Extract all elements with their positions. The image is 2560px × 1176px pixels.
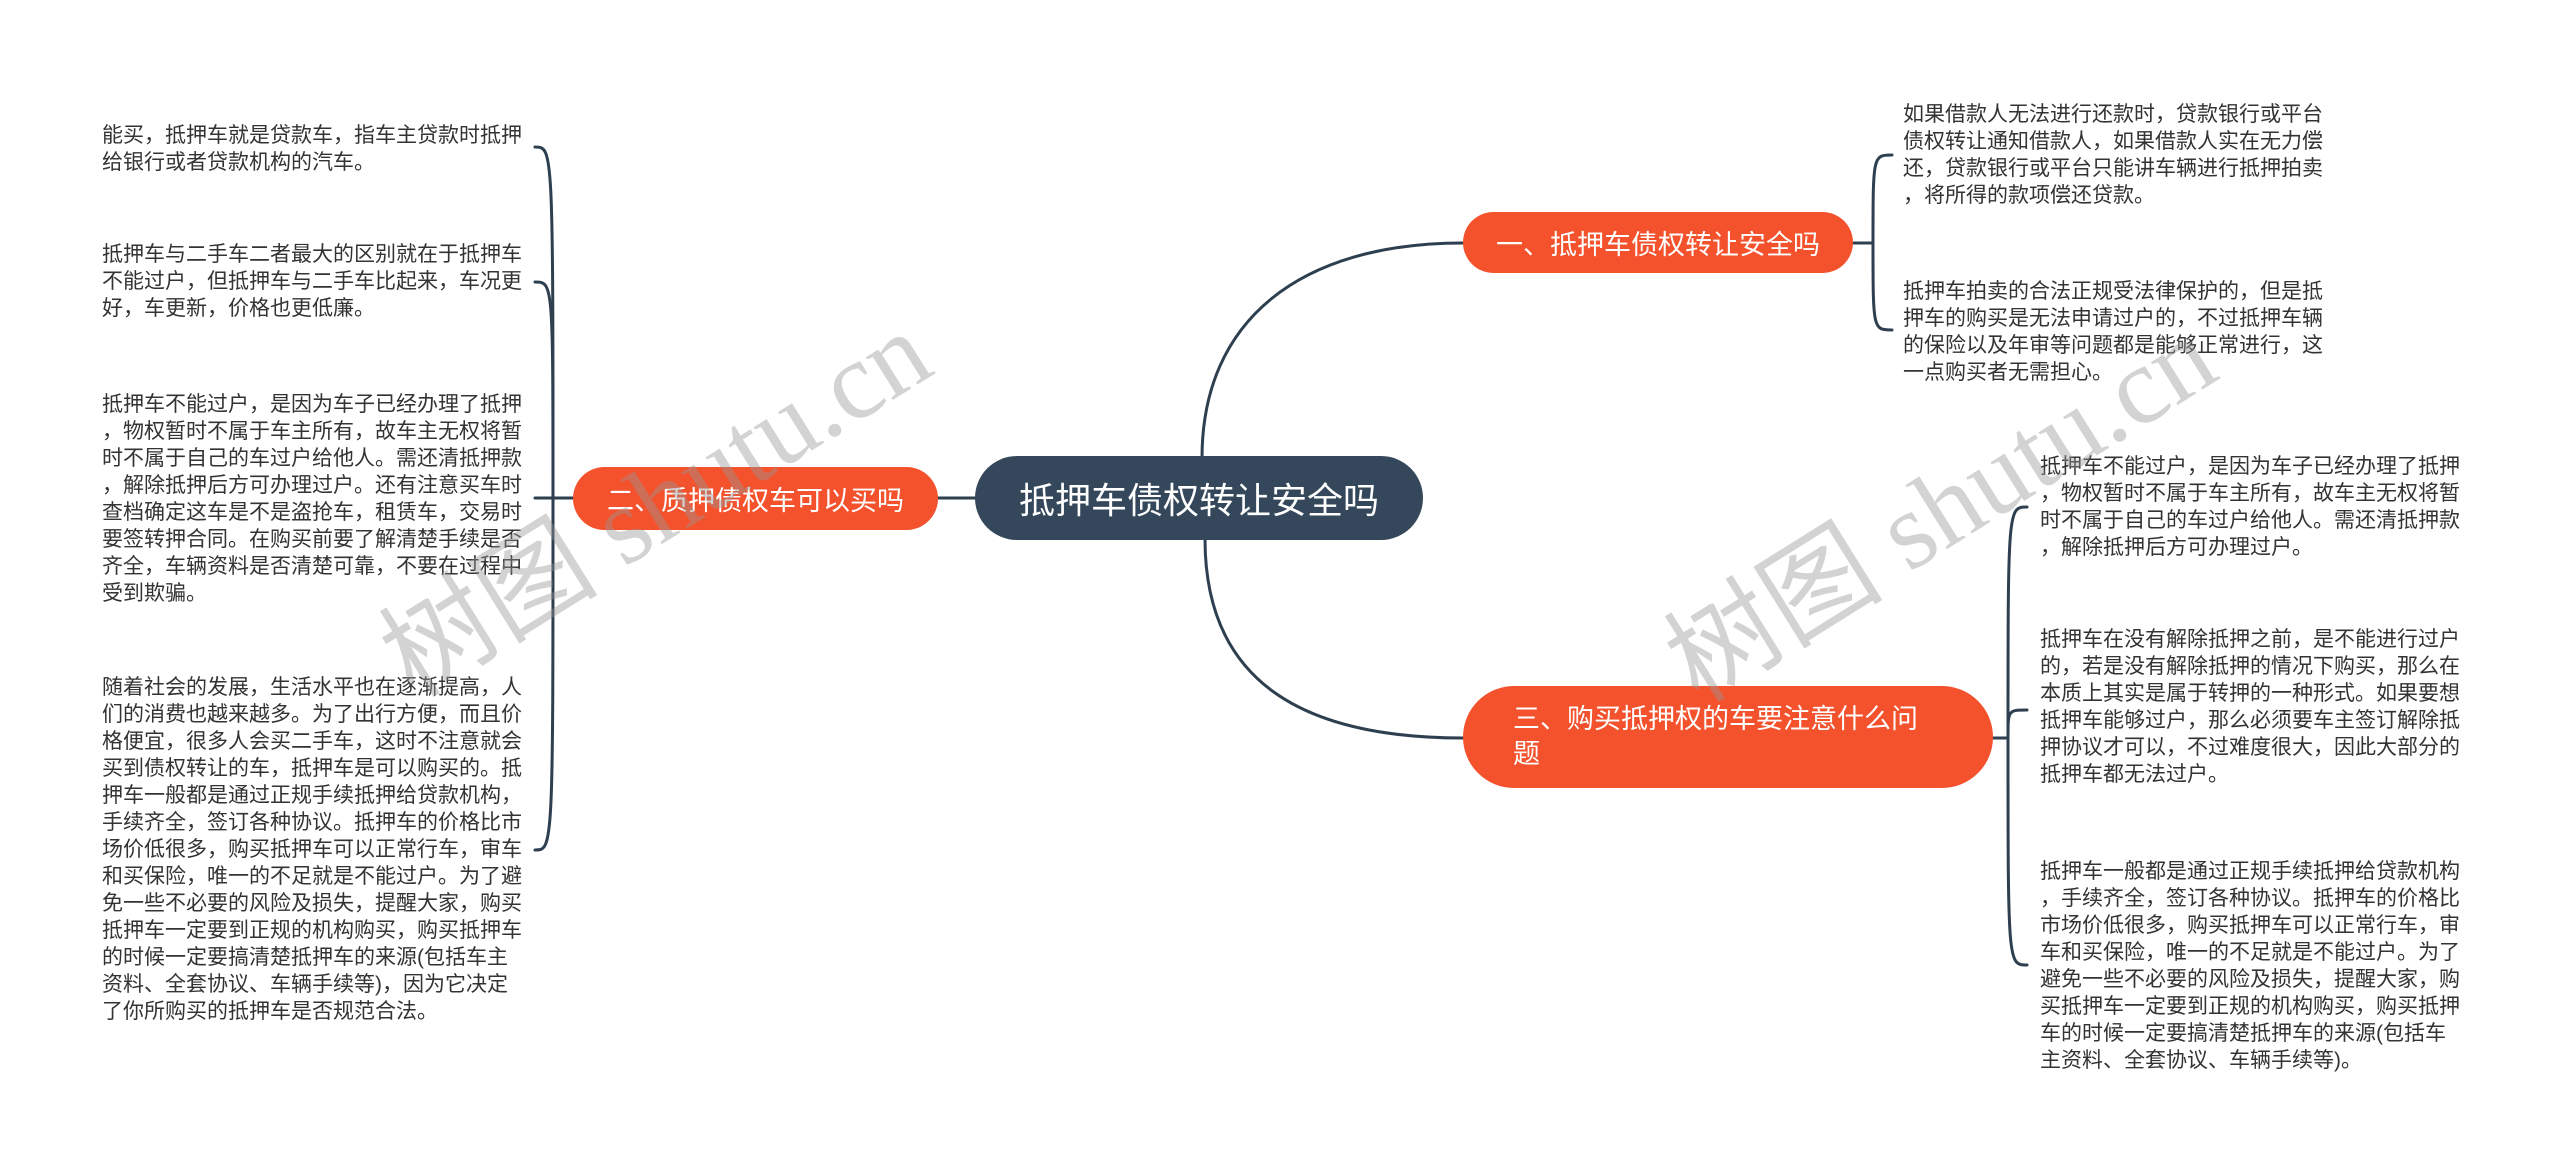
branch-topic-3-label: 三、购买抵押权的车要注意什么问题 [1513, 704, 1918, 769]
subtopic-3-1[interactable]: 抵押车不能过户，是因为车子已经办理了抵押 ，物权暂时不属于车主所有，故车主无权将… [2040, 455, 2460, 559]
connector-root-to-branch-3 [1203, 537, 1465, 740]
branch-topic-2-label: 二、质押债权车可以买吗 [607, 486, 904, 516]
branch-topic-1-label: 一、抵押车债权转让安全吗 [1496, 230, 1820, 260]
branch-topic-3[interactable]: 三、购买抵押权的车要注意什么问题 [1463, 686, 1993, 788]
subtopic-1-1[interactable]: 如果借款人无法进行还款时，贷款银行或平台 债权转让通知借款人，如果借款人实在无力… [1903, 103, 2323, 207]
root-topic-label: 抵押车债权转让安全吗 [1018, 480, 1379, 521]
connector-branch-3-child-3 [2006, 736, 2029, 967]
subtopic-2-1[interactable]: 能买，抵押车就是贷款车，指车主贷款时抵押 给银行或者贷款机构的汽车。 [102, 124, 522, 174]
subtopic-2-4[interactable]: 随着社会的发展，生活水平也在逐渐提高，人 们的消费也越来越多。为了出行方便，而且… [102, 676, 522, 1023]
subtopic-2-2[interactable]: 抵押车与二手车二者最大的区别就在于抵押车 不能过户，但抵押车与二手车比起来，车况… [102, 243, 522, 320]
subtopic-2-3[interactable]: 抵押车不能过户，是因为车子已经办理了抵押 ，物权暂时不属于车主所有，故车主无权将… [102, 393, 522, 605]
subtopic-1-2[interactable]: 抵押车拍卖的合法正规受法律保护的，但是抵 押车的购买是无法申请过户的，不过抵押车… [1903, 280, 2323, 384]
branch-topic-2[interactable]: 二、质押债权车可以买吗 [573, 467, 938, 530]
root-topic[interactable]: 抵押车债权转让安全吗 [975, 456, 1423, 540]
connector-root-to-branch-1 [1200, 241, 1465, 460]
connector-branch-1-child-2 [1871, 241, 1894, 332]
connector-branch-1-child-1 [1871, 153, 1894, 245]
subtopic-3-3[interactable]: 抵押车一般都是通过正规手续抵押给贷款机构 ，手续齐全，签订各种协议。抵押车的价格… [2040, 860, 2460, 1072]
branch-topic-1[interactable]: 一、抵押车债权转让安全吗 [1463, 212, 1853, 273]
connector-branch-3-child-2 [2006, 708, 2029, 740]
connector-branch-2-child-4 [533, 496, 555, 852]
connector-branch-3-child-1 [2006, 505, 2029, 740]
subtopic-3-2[interactable]: 抵押车在没有解除抵押之前，是不能进行过户 的，若是没有解除抵押的情况下购买，那么… [2040, 628, 2460, 786]
connector-branch-2-child-2 [533, 280, 555, 500]
